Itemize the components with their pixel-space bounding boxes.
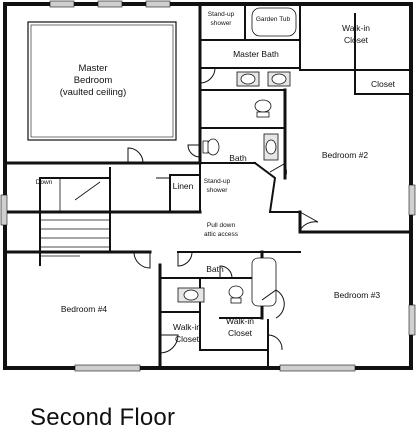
label-standup-shower-mid-1: Stand-up (204, 178, 231, 185)
label-down: Down (36, 179, 53, 186)
floor-plan: Master Bedroom (vaulted ceiling) Stand-u… (0, 0, 416, 372)
label-closet-right: Closet (371, 79, 396, 89)
label-standup-shower-top-2: shower (211, 20, 233, 27)
label-garden-tub: Garden Tub (256, 16, 291, 23)
label-linen: Linen (173, 181, 194, 191)
windows (0, 0, 416, 372)
label-walkin-closet-top-2: Closet (344, 35, 369, 45)
label-attic-1: Pull down (207, 222, 236, 229)
label-walkin-closet-right-2: Closet (228, 328, 253, 338)
label-master-bedroom-3: (vaulted ceiling) (60, 87, 127, 98)
label-bedroom2: Bedroom #2 (322, 150, 369, 160)
door-swings (127, 67, 319, 354)
stair-treads (40, 178, 110, 257)
label-walkin-closet-left-1: Walk-in (173, 322, 201, 332)
vaulted-ceiling-outline (27, 21, 177, 141)
walls (3, 2, 413, 370)
label-standup-shower-top-1: Stand-up (208, 11, 235, 18)
label-bedroom4: Bedroom #4 (61, 304, 108, 314)
floor-title: Second Floor (30, 404, 176, 431)
label-attic-2: attic access (204, 231, 239, 238)
label-walkin-closet-top-1: Walk-in (342, 23, 370, 33)
label-walkin-closet-right-1: Walk-in (226, 316, 254, 326)
label-bath-lower: Bath (206, 264, 224, 274)
label-master-bath: Master Bath (233, 49, 279, 59)
label-walkin-closet-left-2: Closet (175, 334, 200, 344)
label-master-bedroom-1: Master (78, 63, 107, 74)
label-standup-shower-mid-2: shower (207, 187, 229, 194)
fixtures (177, 7, 297, 307)
label-bedroom3: Bedroom #3 (334, 290, 381, 300)
room-labels: Master Bedroom (vaulted ceiling) Stand-u… (36, 11, 396, 344)
label-bath-middle: Bath (229, 153, 247, 163)
label-master-bedroom-2: Bedroom (74, 75, 113, 86)
